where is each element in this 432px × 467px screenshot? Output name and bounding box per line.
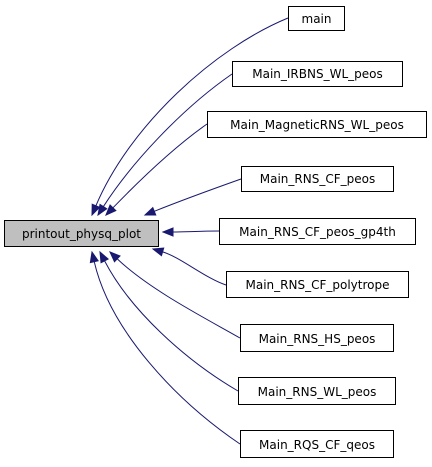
- node-box: [207, 111, 427, 138]
- edge-arrowhead-2: [105, 204, 117, 216]
- edge-arrowhead-7: [99, 250, 110, 264]
- edge-arrowhead-1: [97, 203, 108, 217]
- node-printout-physq-plot[interactable]: printout_physq_plot: [4, 220, 159, 247]
- node-box: [219, 218, 416, 245]
- node-box: [240, 430, 394, 458]
- node-main-rns-hs-peos[interactable]: Main_RNS_HS_peos: [240, 324, 394, 352]
- node-label: Main_RNS_CF_peos_gp4th: [239, 225, 396, 239]
- node-label: Main_IRBNS_WL_peos: [252, 67, 383, 81]
- call-graph-edges: [89, 17, 289, 445]
- edge-arrowhead-5: [151, 247, 165, 257]
- node-box: [288, 6, 345, 31]
- node-main-magneticrns-wl-peos[interactable]: Main_MagneticRNS_WL_peos: [207, 111, 427, 138]
- node-label: Main_RNS_CF_polytrope: [246, 278, 390, 292]
- node-box: [240, 324, 394, 352]
- edge-4: [172, 230, 220, 233]
- edge-arrowhead-0: [91, 203, 101, 217]
- node-main-rns-wl-peos[interactable]: Main_RNS_WL_peos: [238, 377, 396, 405]
- node-label: Main_MagneticRNS_WL_peos: [230, 118, 404, 132]
- node-label: Main_RNS_WL_peos: [258, 385, 377, 399]
- edge-2: [112, 123, 208, 209]
- node-box: [226, 271, 409, 298]
- node-label: printout_physq_plot: [22, 227, 141, 241]
- edge-1: [102, 73, 233, 207]
- node-label: main: [302, 12, 332, 26]
- edge-7: [104, 260, 239, 392]
- node-box: [232, 61, 403, 87]
- edge-5: [162, 251, 227, 286]
- node-label: Main_RQS_CF_qeos: [259, 438, 375, 452]
- node-main-rns-cf-peos-gp4th[interactable]: Main_RNS_CF_peos_gp4th: [219, 218, 416, 245]
- node-main-rns-cf-polytrope[interactable]: Main_RNS_CF_polytrope: [226, 271, 409, 298]
- edge-0: [95, 17, 289, 206]
- node-box-current: [4, 220, 159, 247]
- edge-3: [154, 178, 242, 212]
- edge-6: [116, 258, 241, 339]
- edge-arrowhead-6: [109, 251, 121, 263]
- node-box: [241, 166, 394, 192]
- node-main-irbns-wl-peos[interactable]: Main_IRBNS_WL_peos: [232, 61, 403, 87]
- node-label: Main_RNS_HS_peos: [259, 332, 376, 346]
- edge-arrowhead-8: [89, 250, 99, 264]
- node-box: [238, 377, 396, 405]
- node-main-rqs-cf-qeos[interactable]: Main_RQS_CF_qeos: [240, 430, 394, 458]
- node-main[interactable]: main: [288, 6, 345, 31]
- edge-8: [93, 261, 241, 445]
- node-label: Main_RNS_CF_peos: [260, 172, 375, 186]
- node-main-rns-cf-peos[interactable]: Main_RNS_CF_peos: [241, 166, 394, 192]
- edge-arrowhead-4: [161, 227, 174, 237]
- edge-arrowhead-3: [143, 206, 157, 216]
